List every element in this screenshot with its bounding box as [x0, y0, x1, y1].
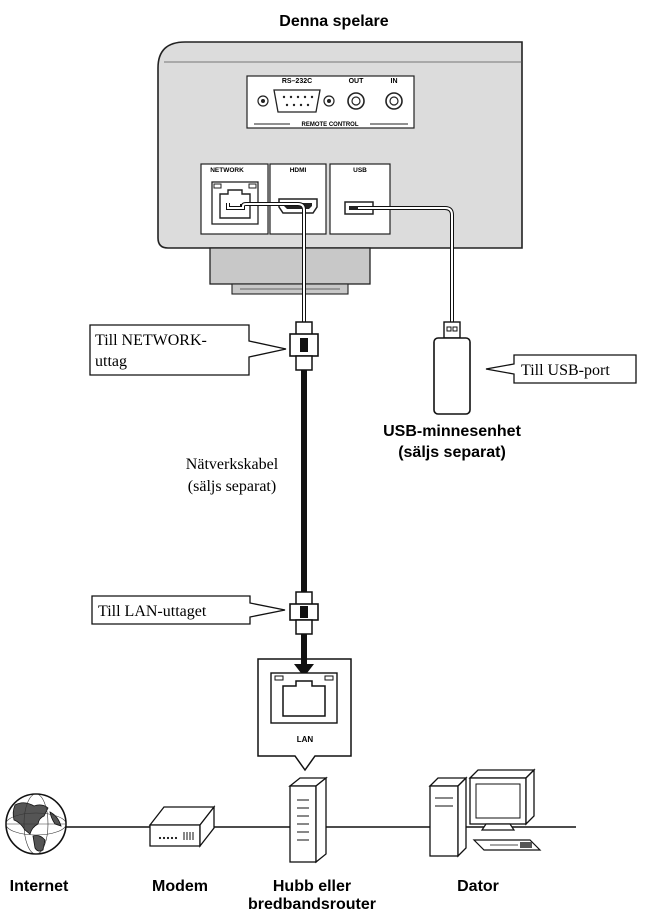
usb-device-label-line1: USB-minnesenhet [383, 423, 521, 440]
callout-network-line2: uttag [95, 353, 127, 370]
callout-lan: Till LAN-uttaget [91, 595, 286, 625]
callout-usb-text: Till USB-port [521, 362, 610, 379]
router-icon [288, 776, 328, 864]
modem-label: Modem [152, 878, 208, 895]
internet-label: Internet [10, 878, 69, 895]
callout-network-line1: Till NETWORK- [95, 332, 207, 349]
player-title: Denna spelare [279, 13, 388, 30]
cable-label-line2: (säljs separat) [188, 478, 276, 495]
remote-control-panel: RS–232C OUT IN REMOTE CONTROL [246, 75, 415, 129]
computer-icon [428, 768, 542, 858]
remote-control-label: REMOTE CONTROL [302, 122, 359, 128]
network-label: NETWORK [210, 167, 244, 174]
globe-icon [5, 793, 67, 855]
io-panel: NETWORK HDMI USB [200, 163, 391, 235]
callout-network: Till NETWORK- uttag [89, 324, 287, 376]
lan-plug-icon [289, 591, 319, 635]
callout-lan-text: Till LAN-uttaget [98, 603, 207, 620]
rs232c-label: RS–232C [282, 78, 312, 85]
modem-icon [148, 805, 216, 848]
cable-label-line1: Nätverkskabel [186, 456, 279, 473]
cables [226, 202, 454, 650]
out-label: OUT [349, 78, 365, 85]
usb-stick-icon [433, 321, 471, 415]
usb-label: USB [353, 167, 367, 174]
computer-label: Dator [457, 878, 499, 895]
lan-port-zoom: LAN [257, 650, 352, 772]
callout-usb: Till USB-port [485, 354, 637, 384]
hdmi-label: HDMI [290, 167, 307, 174]
network-plug-icon [289, 321, 319, 371]
usb-device-label-line2: (säljs separat) [398, 444, 506, 461]
in-label: IN [391, 78, 398, 85]
rs232c-port-icon [273, 89, 321, 113]
lan-label: LAN [297, 735, 314, 744]
router-label-line1: Hubb eller [273, 878, 351, 895]
router-label-line2: bredbandsrouter [248, 896, 376, 913]
